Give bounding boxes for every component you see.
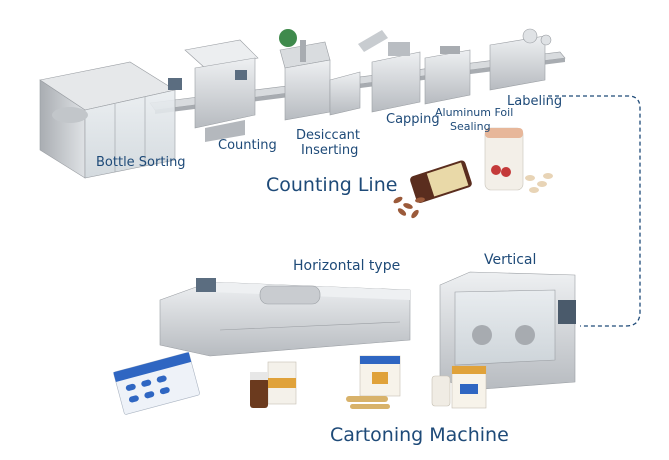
carton-products bbox=[113, 352, 487, 415]
flow-dashed-line bbox=[548, 95, 641, 327]
product-bottles bbox=[393, 127, 553, 219]
labeling-machine bbox=[489, 28, 552, 91]
label-labeling: Labeling bbox=[507, 94, 563, 109]
label-horizontal-type: Horizontal type bbox=[293, 258, 401, 274]
desiccant-inserting-machine bbox=[279, 29, 331, 121]
counting-line-title: Counting Line bbox=[266, 174, 398, 196]
label-sealing: Sealing bbox=[450, 120, 491, 133]
label-counting: Counting bbox=[218, 138, 277, 153]
bottle-sorting-machine bbox=[39, 61, 182, 179]
label-inserting: Inserting bbox=[301, 143, 359, 158]
label-vertical: Vertical bbox=[484, 252, 537, 268]
capping-machine bbox=[329, 30, 421, 116]
counting-machine bbox=[184, 39, 259, 142]
label-aluminum-foil: Aluminum Foil bbox=[435, 106, 514, 119]
cartoning-machine-title: Cartoning Machine bbox=[330, 424, 509, 446]
label-desiccant: Desiccant bbox=[296, 128, 360, 143]
foil-sealing-machine bbox=[424, 46, 471, 105]
horizontal-cartoning-machine bbox=[159, 278, 411, 357]
vertical-cartoning-machine bbox=[439, 271, 576, 391]
label-capping: Capping bbox=[386, 112, 440, 127]
label-bottle-sorting: Bottle Sorting bbox=[96, 155, 186, 170]
